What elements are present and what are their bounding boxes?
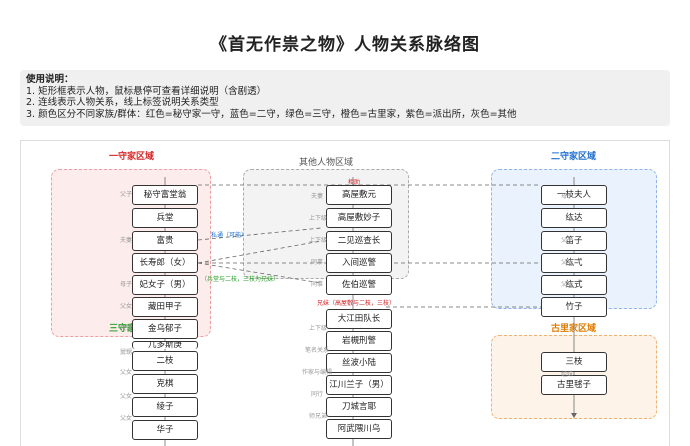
node-futami[interactable]: 二见巡查长 [326,231,392,251]
note-disguise: （兵堂与二枝，三枝为兄妹） [201,276,280,283]
edge-label-right-2: 父子 [561,259,574,266]
note-elder: 兄妹（高屋敷与二枝，三枝） [317,300,396,307]
edge-label-mid-0: 夫妻 [311,193,324,200]
edge-label-left-4: 叔侄 [120,325,133,332]
edge-label-left-7: 父女 [120,393,133,400]
instruction-line-2: 2. 连线表示人物关系，线上标签说明关系类型 [26,97,219,108]
instruction-line-3: 3. 颜色区分不同家族/群体：红色=秘守家一守，蓝色=二守，绿色=三守，橙色=古… [26,108,517,120]
node-ikuta-sukane[interactable]: 几多斯庚 [132,341,198,349]
edge-label-kori-0: 姐妹 [561,371,574,378]
node-kanau-ikuko[interactable]: 金乌郁子 [132,319,198,339]
edge-label-right-3: 父子 [561,281,574,288]
edge-label-left-0: 父子 [120,191,133,198]
node-abukumagawa[interactable]: 阿武隈川乌 [326,419,392,439]
node-hyoudou[interactable]: 兵堂 [132,208,198,228]
edge-label-mid-3: 同事 [311,259,324,266]
page-title: 《首无作祟之物》人物关系脉络图 [210,35,480,55]
node-shiba-koriku[interactable]: 丝波小陆 [326,353,392,373]
edge-label-left-5: 舅甥 [120,349,133,356]
node-takayashiki-hajime[interactable]: 高屋敷元 [326,185,392,205]
node-kori-mariko[interactable]: 古里毬子 [541,375,607,395]
node-futae[interactable]: 二枝 [132,351,198,371]
edge-label-left-2: 母子 [120,281,133,288]
note-affair: 私通（可能） [211,232,248,239]
edge-label-mid-7: 作家与编辑 [302,369,333,376]
edge-label-left-1: 夫妻 [120,237,133,244]
region-label-ni: 二守家区域 [551,152,597,162]
node-ayako[interactable]: 绫子 [132,397,198,417]
node-takeko[interactable]: 竹子 [541,297,607,317]
edge-label-mid-2: 上下级 [309,237,328,244]
edge-label-mid-5: 上下级 [309,325,328,332]
node-oeda[interactable]: 大江田队长 [326,309,392,329]
edge-label-left-6: 父女 [120,369,133,376]
edge-label-mid-6: 笔名关系 [305,347,330,354]
node-koushiki[interactable]: 纮式 [541,275,607,295]
node-hanako[interactable]: 华子 [132,420,198,440]
edge-label-mid-9: 师兄弟 [309,413,328,420]
node-iruma[interactable]: 入间巡警 [326,253,392,273]
node-choujurou[interactable]: 长寿郎（女） [132,253,198,273]
node-takayashiki-taeko[interactable]: 高屋敷妙子 [326,208,392,228]
node-ichie[interactable]: 一枝夫人 [541,185,607,205]
edge-label-mid-8: 同行 [311,391,324,398]
node-toujou-genya[interactable]: 刀城言耶 [326,397,392,417]
node-kurata-kineko[interactable]: 藏田甲子 [132,297,198,317]
note-colleague: 相助 [348,179,361,186]
edge-label-mid-1: 上下级 [309,215,328,222]
relationship-canvas: 一守家区域 其他人物区域 二守家区域 古里家区域 三守家区域 秘守富堂翁 兵堂 … [20,140,670,446]
node-himeko[interactable]: 妃女子（男） [132,275,198,295]
edge-label-left-3: 父女 [120,303,133,310]
node-fueko[interactable]: 笛子 [541,231,607,251]
instructions-heading: 使用说明： [26,74,74,85]
instructions-panel: 使用说明： 1. 矩形框表示人物，鼠标悬停可查看详细说明（含剧透） 2. 连线表… [20,70,670,126]
node-egawa-ranko[interactable]: 江川兰子（男） [326,375,392,395]
node-kotatsu[interactable]: 纮达 [541,208,607,228]
node-kouichi[interactable]: 纮弌 [541,253,607,273]
region-label-ichi: 一守家区域 [109,152,155,162]
instruction-line-1: 1. 矩形框表示人物，鼠标悬停可查看详细说明（含剧透） [26,85,267,97]
edge-label-left-8: 父女 [120,415,133,422]
node-fuki[interactable]: 富贵 [132,231,198,251]
node-katsuki[interactable]: 克棋 [132,374,198,394]
edge-label-right-1: 父子 [561,237,574,244]
edge-label-mid-4: 同事 [311,281,324,288]
node-iwatsuki[interactable]: 岩槻刑警 [326,331,392,351]
node-hikami-fudou[interactable]: 秘守富堂翁 [132,185,198,205]
node-saeki[interactable]: 佐伯巡警 [326,275,392,295]
node-mie[interactable]: 三枝 [541,352,607,372]
region-label-other: 其他人物区域 [299,158,354,168]
region-label-san: 三守家区域 [109,321,154,334]
edge-label-right-0: 母子 [561,193,574,200]
